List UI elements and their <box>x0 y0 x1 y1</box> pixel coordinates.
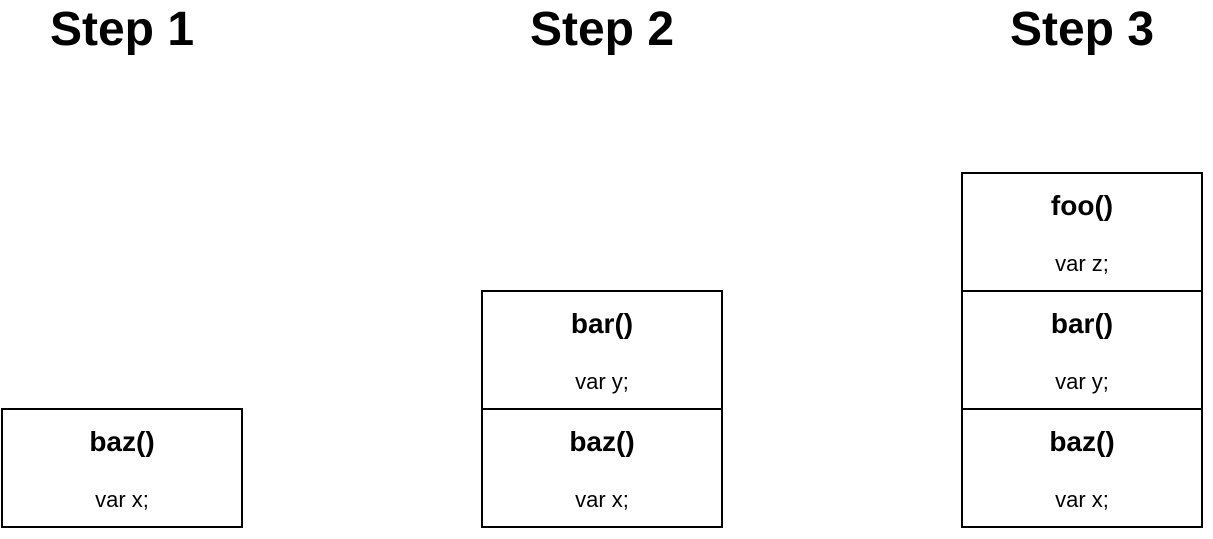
call-stack: bar() var y; baz() var x; <box>481 290 723 528</box>
frame-function-name: baz() <box>1049 426 1115 457</box>
frame-variable: var x; <box>575 487 629 512</box>
call-stack: baz() var x; <box>1 408 243 528</box>
frame-variable: var z; <box>1055 251 1109 276</box>
step-2-title: Step 2 <box>529 3 675 56</box>
stack-frame-bar: bar() var y; <box>481 290 723 410</box>
stack-frame-baz: baz() var x; <box>481 408 723 528</box>
frame-variable: var y; <box>1055 369 1109 394</box>
frame-function-name: baz() <box>569 426 635 457</box>
frame-variable: var x; <box>95 487 149 512</box>
frame-function-name: bar() <box>570 308 634 339</box>
step-1-title: Step 1 <box>49 3 195 56</box>
stack-frame-bar: bar() var y; <box>961 290 1203 410</box>
step-3-title: Step 3 <box>1009 3 1155 56</box>
step-2-column: Step 2 bar() var y; baz() var x; <box>481 0 723 539</box>
step-3-column: Step 3 foo() var z; bar() var y; baz() v… <box>961 0 1203 539</box>
stack-frame-baz: baz() var x; <box>1 408 243 528</box>
frame-function-name: foo() <box>1050 190 1114 221</box>
frame-function-name: baz() <box>89 426 155 457</box>
frame-variable: var x; <box>1055 487 1109 512</box>
call-stack: foo() var z; bar() var y; baz() var x; <box>961 172 1203 528</box>
stack-frame-foo: foo() var z; <box>961 172 1203 292</box>
stack-frame-baz: baz() var x; <box>961 408 1203 528</box>
frame-function-name: bar() <box>1050 308 1114 339</box>
frame-variable: var y; <box>575 369 629 394</box>
step-1-column: Step 1 baz() var x; <box>1 0 243 539</box>
